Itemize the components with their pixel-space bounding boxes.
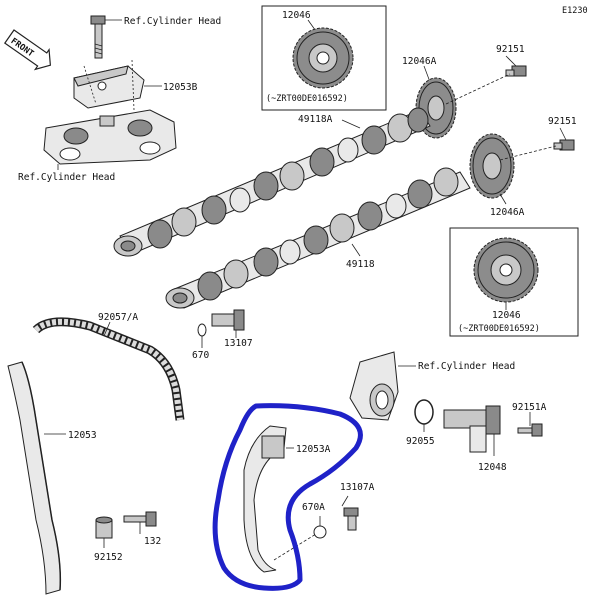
sprocket-12046-right	[473, 237, 539, 303]
label-49118a: 49118A	[298, 114, 333, 125]
label-12046-right: 12046	[492, 310, 521, 321]
label-13107: 13107	[224, 338, 253, 349]
chain-guide-12053a	[243, 425, 287, 573]
pin-13107	[211, 309, 245, 331]
label-670: 670	[192, 350, 209, 361]
highlight-outline	[212, 403, 363, 591]
serial-note-top: (~ZRT00DE016592)	[266, 94, 348, 104]
label-12053a: 12053A	[296, 444, 331, 455]
label-12053b: 12053B	[163, 82, 198, 93]
sprocket-12046-top	[292, 27, 354, 89]
label-12046a-top: 12046A	[402, 56, 437, 67]
label-ref-cylinder-head-right: Ref.Cylinder Head	[418, 361, 515, 372]
sprocket-box-top	[261, 5, 387, 111]
pin-13107a	[343, 507, 359, 531]
serial-note-right: (~ZRT00DE016592)	[458, 324, 540, 334]
label-ref-cylinder-head-left: Ref.Cylinder Head	[18, 172, 115, 183]
camshaft-49118a	[113, 107, 431, 257]
bolt-92151-top	[505, 65, 527, 77]
oring-670a	[313, 525, 327, 539]
oring-670	[197, 323, 207, 337]
gasket-92055	[414, 399, 434, 425]
camshaft-49118	[165, 167, 471, 309]
bolt-92151-mid	[553, 139, 575, 151]
bolt-132	[123, 511, 157, 527]
bolt-top	[90, 15, 106, 59]
label-92055: 92055	[406, 436, 435, 447]
label-92152: 92152	[94, 552, 123, 563]
sprocket-12046a-mid	[469, 133, 515, 199]
label-92151a: 92151A	[512, 402, 547, 413]
cam-chain-92057a	[32, 317, 185, 421]
label-ref-cylinder-head-top: Ref.Cylinder Head	[124, 16, 221, 27]
tensioner-housing	[349, 351, 399, 421]
sprocket-box-right	[449, 227, 579, 337]
label-13107a: 13107A	[340, 482, 375, 493]
label-132: 132	[144, 536, 161, 547]
chain-guide-12053	[7, 361, 62, 595]
spacer-92152	[95, 516, 113, 539]
label-92057a: 92057/A	[98, 312, 138, 323]
label-49118: 49118	[346, 259, 375, 270]
label-12046a-mid: 12046A	[490, 207, 525, 218]
bracket-12053b	[73, 59, 145, 111]
label-12046-top: 12046	[282, 10, 311, 21]
label-670a: 670A	[302, 502, 325, 513]
label-92151-mid: 92151	[548, 116, 577, 127]
tensioner-12048	[443, 405, 501, 453]
bolt-92151a	[517, 423, 543, 437]
diagram-code: E1230	[562, 6, 588, 16]
label-12053: 12053	[68, 430, 97, 441]
label-12048: 12048	[478, 462, 507, 473]
front-arrow-icon: FRONT	[3, 29, 52, 71]
cylinder-head-section	[43, 109, 177, 165]
label-92151-top: 92151	[496, 44, 525, 55]
